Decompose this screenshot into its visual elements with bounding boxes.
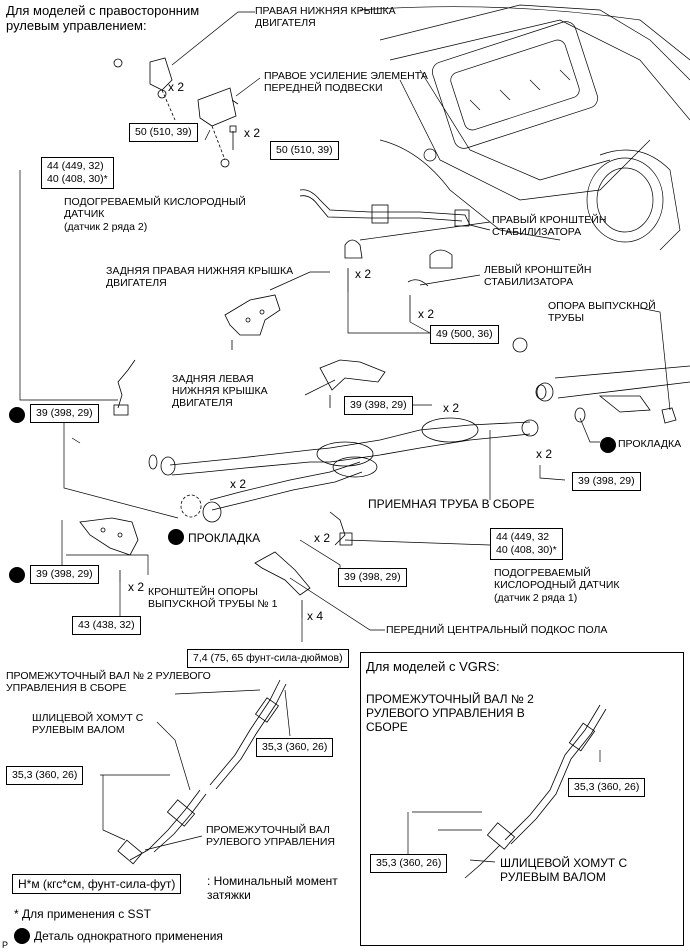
label-right-lower-cover: ПРАВАЯ НИЖНЯЯ КРЫШКА ДВИГАТЕЛЯ <box>255 5 396 29</box>
single-use-mark <box>9 567 25 583</box>
exhaust-bracket-illustration <box>79 517 311 618</box>
torque-box: 39 (398, 29) <box>30 404 99 423</box>
legend-single-use: Деталь однократного применения <box>34 929 223 943</box>
label-o2-sensor-bank2-sensor1-sub: (датчик 2 ряда 1) <box>494 592 578 604</box>
multiplier: x 2 <box>355 267 372 281</box>
legend-unit-description: : Номинальный момент затяжки <box>207 874 338 902</box>
label-spline-clamp: ШЛИЦЕВОЙ ХОМУТ С РУЛЕВЫМ ВАЛОМ <box>32 712 144 736</box>
torque-box: 39 (398, 29) <box>30 565 99 584</box>
torque-box: 50 (510, 39) <box>129 123 198 142</box>
torque-box: 44 (449, 32 40 (408, 30)* <box>490 528 563 560</box>
label-right-stabilizer-bracket: ПРАВЫЙ КРОНШТЕЙН СТАБИЛИЗАТОРА <box>492 214 607 238</box>
lower-covers-illustration <box>224 294 386 408</box>
label-rear-left-lower-cover: ЗАДНЯЯ ЛЕВАЯ НИЖНЯЯ КРЫШКА ДВИГАТЕЛЯ <box>172 373 268 409</box>
label-o2-sensor-bank2-sensor2-sub: (датчик 2 ряда 2) <box>64 221 148 233</box>
label-rear-right-lower-cover: ЗАДНЯЯ ПРАВАЯ НИЖНЯЯ КРЫШКА ДВИГАТЕЛЯ <box>106 265 294 289</box>
multiplier: x 2 <box>314 531 331 545</box>
label-vgrs-intermediate-shaft-2: ПРОМЕЖУТОЧНЫЙ ВАЛ № 2 РУЛЕВОГО УПРАВЛЕНИ… <box>366 692 534 734</box>
leader-lines <box>19 11 671 863</box>
label-front-pipe: ПРИЕМНАЯ ТРУБА В СБОРЕ <box>368 497 535 511</box>
label-exhaust-support: ОПОРА ВЫПУСКНОЙ ТРУБЫ <box>548 300 656 324</box>
legend-unit-box: Н*м (кгс*см, фунт-сила-фут) <box>12 874 182 894</box>
label-floor-brace: ПЕРЕДНИЙ ЦЕНТРАЛЬНЫЙ ПОДКОС ПОЛА <box>386 624 608 636</box>
vgrs-inset-frame <box>360 652 684 946</box>
label-right-front-suspension-reinforcement: ПРАВОЕ УСИЛЕНИЕ ЭЛЕМЕНТА ПЕРЕДНЕЙ ПОДВЕС… <box>264 70 428 94</box>
rhd-parts-illustration <box>113 57 239 168</box>
stabilizer-illustration <box>299 189 491 322</box>
multiplier: x 2 <box>536 447 553 461</box>
label-o2-sensor-bank2-sensor2: ПОДОГРЕВАЕМЫЙ КИСЛОРОДНЫЙ ДАТЧИК <box>64 196 246 220</box>
multiplier: x 2 <box>418 307 435 321</box>
single-use-mark <box>168 529 184 545</box>
vgrs-shafts-illustration <box>464 704 607 879</box>
legend-single-use-dot <box>14 928 30 944</box>
label-exhaust-bracket-no1: КРОНШТЕЙН ОПОРЫ ВЫПУСКНОЙ ТРУБЫ № 1 <box>148 586 278 610</box>
label-gasket-left: ПРОКЛАДКА <box>188 531 261 545</box>
engine-bay-illustration <box>359 4 690 251</box>
steering-shafts-illustration <box>117 679 287 865</box>
torque-box: 39 (398, 29) <box>338 568 407 587</box>
corner-mark: P <box>2 940 9 950</box>
label-intermediate-shaft: ПРОМЕЖУТОЧНЫЙ ВАЛ РУЛЕВОГО УПРАВЛЕНИЯ <box>206 824 336 848</box>
torque-box: 39 (398, 29) <box>344 396 413 415</box>
torque-box: 49 (500, 36) <box>430 325 499 344</box>
torque-box: 35,3 (360, 26) <box>370 854 448 873</box>
front-pipe-illustration <box>169 337 690 511</box>
torque-box: 43 (438, 32) <box>72 616 141 635</box>
torque-box: 35,3 (360, 26) <box>256 738 334 757</box>
multiplier: x 2 <box>443 401 460 415</box>
torque-box: 35,3 (360, 26) <box>568 778 646 797</box>
single-use-mark <box>600 437 616 453</box>
label-gasket-right: ПРОКЛАДКА <box>618 438 682 450</box>
label-intermediate-shaft-2: ПРОМЕЖУТОЧНЫЙ ВАЛ № 2 РУЛЕВОГО УПРАВЛЕНИ… <box>6 670 211 694</box>
multiplier: x 4 <box>307 609 324 623</box>
torque-box: 7,4 (75, 65 фунт-сила-дюймов) <box>187 649 349 668</box>
rhd-note: Для моделей с правосторонним рулевым упр… <box>6 3 200 33</box>
multiplier: x 2 <box>168 80 185 94</box>
gaskets-illustration <box>148 384 586 523</box>
vgrs-title: Для моделей с VGRS: <box>366 659 500 674</box>
label-left-stabilizer-bracket: ЛЕВЫЙ КРОНШТЕЙН СТАБИЛИЗАТОРА <box>484 264 592 288</box>
label-vgrs-spline-clamp: ШЛИЦЕВОЙ ХОМУТ С РУЛЕВЫМ ВАЛОМ <box>500 856 628 884</box>
torque-box: 50 (510, 39) <box>270 141 339 160</box>
multiplier: x 2 <box>128 580 145 594</box>
legend-sst-note: * Для применения с SST <box>14 907 151 921</box>
o2-sensor-illustration <box>113 359 353 546</box>
torque-box: 39 (398, 29) <box>572 472 641 491</box>
torque-box: 35,3 (360, 26) <box>6 766 84 785</box>
torque-box: 44 (449, 32) 40 (408, 30)* <box>41 157 114 189</box>
single-use-mark <box>9 407 25 423</box>
multiplier: x 2 <box>230 477 247 491</box>
label-o2-sensor-bank2-sensor1: ПОДОГРЕВАЕМЫЙ КИСЛОРОДНЫЙ ДАТЧИК <box>494 567 620 591</box>
multiplier: x 2 <box>244 126 261 140</box>
